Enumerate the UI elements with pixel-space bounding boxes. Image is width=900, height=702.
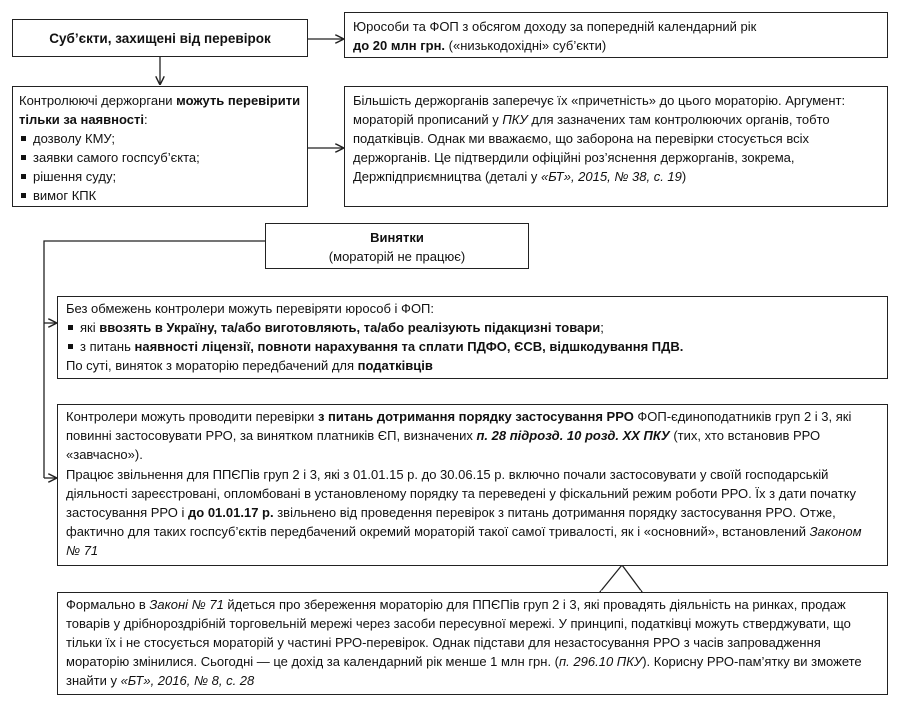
agencies-text: Більшість держорганів заперечує їх «прич… bbox=[353, 93, 846, 184]
subjects-box: Суб’єкти, захищені від перевірок bbox=[12, 19, 308, 57]
unlimited-outro: По суті, виняток з мораторію передбачени… bbox=[66, 358, 433, 373]
controllers-box: Контролюючі держоргани можуть перевірити… bbox=[12, 86, 308, 207]
list-item: з питань наявності ліцензії, повноти нар… bbox=[66, 337, 879, 356]
list-item: рішення суду; bbox=[19, 167, 301, 186]
note-box: Формально в Законі № 71 йдеться про збер… bbox=[57, 592, 888, 695]
controllers-list: дозволу КМУ; заявки самого госпсуб’єкта;… bbox=[19, 129, 301, 205]
note-text: Формально в Законі № 71 йдеться про збер… bbox=[66, 597, 862, 688]
list-item: які ввозять в Україну, та/або виготовляю… bbox=[66, 318, 879, 337]
exceptions-trunk-line bbox=[43, 240, 265, 478]
rro-paragraph-2: Працює звільнення для ППЄПів груп 2 і 3,… bbox=[66, 467, 862, 558]
list-item: дозволу КМУ; bbox=[19, 129, 301, 148]
controllers-intro: Контролюючі держоргани можуть перевірити… bbox=[19, 93, 301, 127]
callout-pointer bbox=[598, 563, 644, 593]
agencies-box: Більшість держорганів заперечує їх «прич… bbox=[344, 86, 888, 207]
subjects-title: Суб’єкти, захищені від перевірок bbox=[49, 30, 271, 46]
exceptions-subtitle: (мораторій не працює) bbox=[328, 249, 466, 264]
list-item: вимог КПК bbox=[19, 186, 301, 205]
rro-paragraph-1: Контролери можуть проводити перевірки з … bbox=[66, 409, 852, 462]
income-line2: до 20 млн грн. («низькодохідні» суб’єкти… bbox=[353, 38, 607, 53]
unlimited-list: які ввозять в Україну, та/або виготовляю… bbox=[66, 318, 879, 356]
unlimited-intro: Без обмежень контролери можуть перевірят… bbox=[66, 301, 435, 316]
income-line1: Юрособи та ФОП з обсягом доходу за попер… bbox=[353, 19, 757, 34]
exceptions-box: Винятки (мораторій не працює) bbox=[265, 223, 529, 269]
list-item: заявки самого госпсуб’єкта; bbox=[19, 148, 301, 167]
income-box: Юрособи та ФОП з обсягом доходу за попер… bbox=[344, 12, 888, 58]
rro-box: Контролери можуть проводити перевірки з … bbox=[57, 404, 888, 566]
exceptions-title: Винятки bbox=[370, 230, 424, 245]
unlimited-box: Без обмежень контролери можуть перевірят… bbox=[57, 296, 888, 379]
